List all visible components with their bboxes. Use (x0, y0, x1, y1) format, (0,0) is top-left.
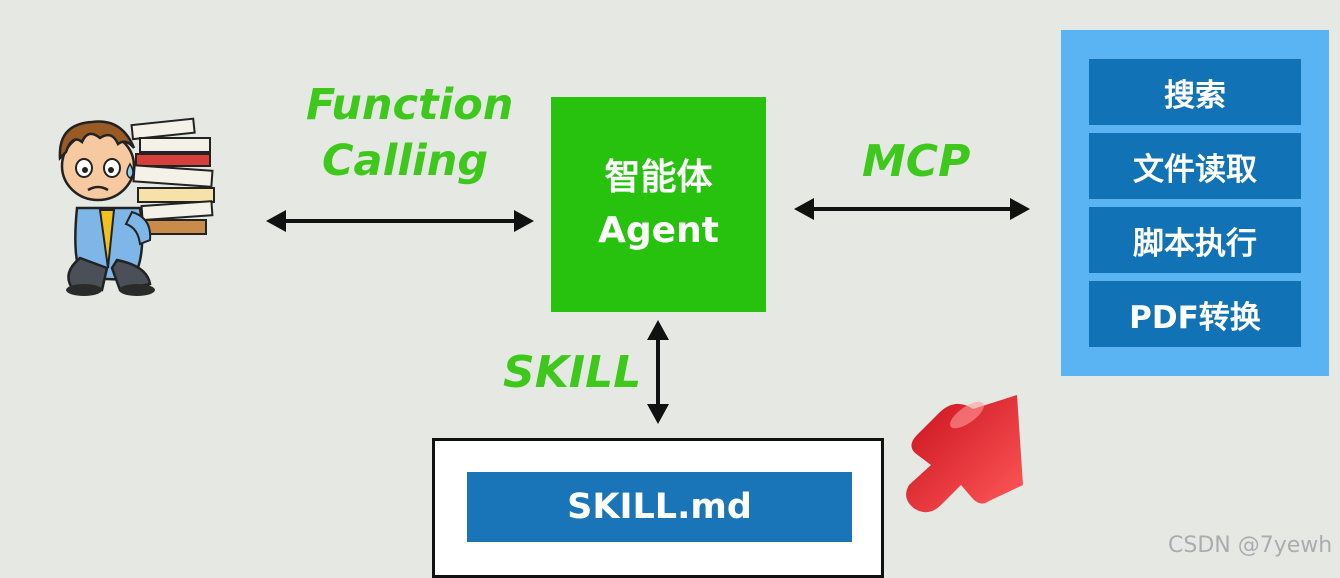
skill-arrowhead-top (647, 320, 669, 340)
red-arrow-cursor-icon (906, 395, 1023, 513)
function-calling-arrowhead-right (514, 210, 534, 232)
tool-item-file-read: 文件读取 (1089, 133, 1301, 199)
stressed-worker-icon (58, 117, 215, 296)
tool-item-script-exec: 脚本执行 (1089, 207, 1301, 273)
skill-label: SKILL (503, 347, 642, 398)
skill-md-file: SKILL.md (467, 472, 852, 542)
function-calling-arrowhead-left (266, 210, 286, 232)
mcp-label: MCP (862, 136, 971, 187)
skill-document: SKILL.md (432, 438, 884, 578)
agent-node: 智能体 Agent (551, 97, 766, 312)
mcp-arrowhead-right (1010, 198, 1030, 220)
agent-title-en: Agent (598, 209, 719, 251)
tools-panel: 搜索 文件读取 脚本执行 PDF转换 (1061, 30, 1329, 376)
function-calling-label-line1: Function (306, 80, 514, 130)
tool-item-pdf-convert: PDF转换 (1089, 281, 1301, 347)
skill-arrowhead-bottom (647, 404, 669, 424)
tool-item-search: 搜索 (1089, 59, 1301, 125)
mcp-arrowhead-left (794, 198, 814, 220)
watermark: CSDN @7yewh (1168, 533, 1333, 558)
agent-title-cn: 智能体 (604, 157, 713, 199)
function-calling-label-line2: Calling (322, 136, 489, 186)
